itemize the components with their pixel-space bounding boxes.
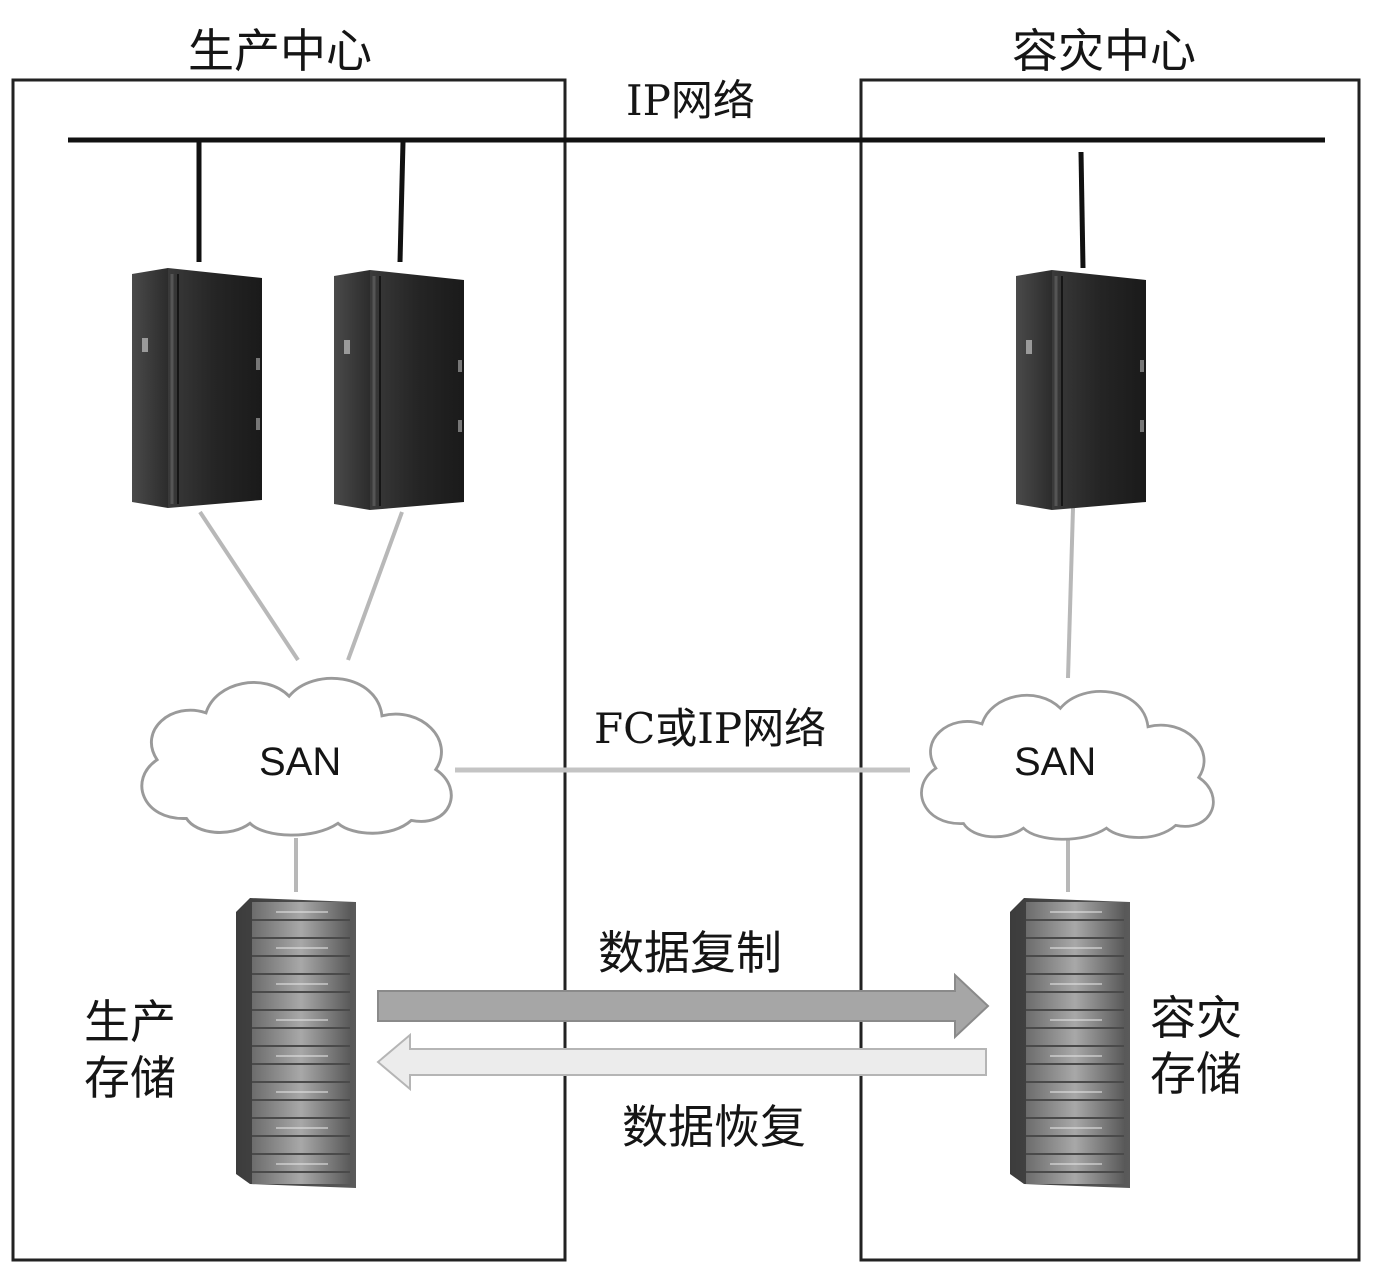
server2-san-link xyxy=(346,511,404,661)
production-san-label: SAN xyxy=(259,740,342,784)
data-replication-arrow xyxy=(377,972,990,1040)
data-recovery-label: 数据恢复 xyxy=(622,1100,806,1154)
fc-or-ip-network-label: FC或IP网络 xyxy=(594,704,827,753)
dr-center-box xyxy=(859,78,1361,1262)
production-storage-label: 生产 存储 xyxy=(84,994,194,1106)
production-server-1-icon xyxy=(132,268,262,508)
dr-server-icon xyxy=(1016,268,1146,512)
dr-server-san-link xyxy=(1066,507,1075,679)
dr-storage-label: 容灾 存储 xyxy=(1150,990,1260,1102)
dr-center-title: 容灾中心 xyxy=(1012,24,1196,78)
server1-san-link xyxy=(198,510,300,662)
production-center-title: 生产中心 xyxy=(188,24,372,78)
server2-ip-link xyxy=(397,141,406,263)
dr-server-ip-link xyxy=(1078,151,1086,269)
production-storage-label-line1: 生产 xyxy=(84,995,176,1049)
dr-san-label: SAN xyxy=(1014,740,1097,784)
production-storage-icon xyxy=(236,898,356,1188)
production-center-box xyxy=(11,78,567,1262)
production-storage-label-line2: 存储 xyxy=(84,1051,176,1105)
dr-storage-label-line2: 存储 xyxy=(1150,1047,1242,1101)
data-replication-label: 数据复制 xyxy=(598,926,782,980)
ip-network-label: IP网络 xyxy=(626,76,755,125)
dr-storage-icon xyxy=(1010,898,1130,1188)
dr-storage-label-line1: 容灾 xyxy=(1150,991,1242,1045)
data-recovery-arrow xyxy=(376,1032,987,1092)
production-server-2-icon xyxy=(334,268,464,512)
